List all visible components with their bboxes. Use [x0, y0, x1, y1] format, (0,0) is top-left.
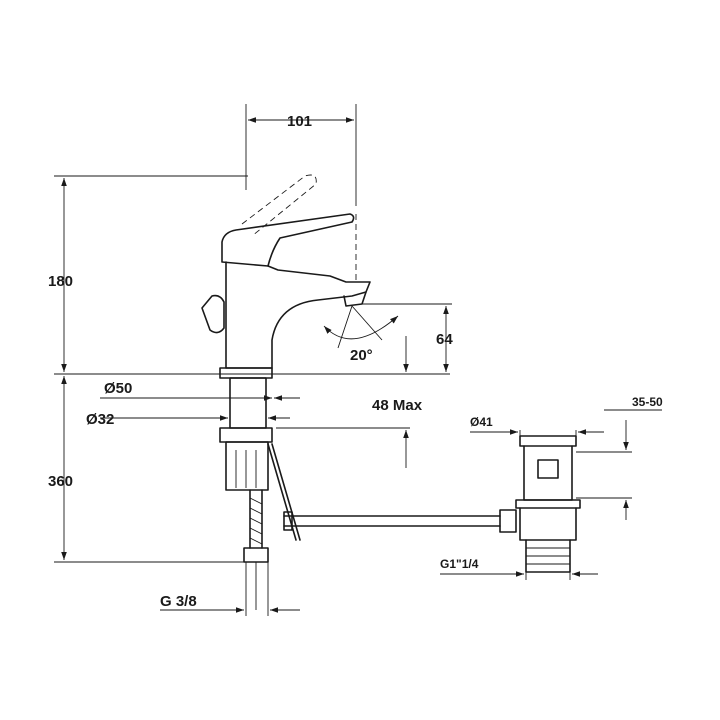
fixing-nut	[225, 441, 269, 491]
lever-handle	[221, 213, 355, 267]
linkage-rod	[283, 515, 501, 527]
body-outline	[225, 261, 371, 369]
waste-fitting	[499, 435, 581, 573]
aerator	[343, 291, 367, 307]
label-g114: G1"1/4	[440, 557, 479, 571]
label-g38: G 3/8	[160, 593, 197, 610]
label-48max: 48 Max	[372, 397, 423, 414]
label-d41: Ø41	[470, 415, 493, 429]
base-flange	[219, 367, 273, 379]
label-35-50: 35-50	[632, 395, 663, 409]
label-180: 180	[48, 273, 73, 290]
waste-flange	[519, 435, 577, 447]
mounting-nut	[219, 427, 273, 443]
extension-lines	[54, 104, 632, 616]
label-d50: Ø50	[104, 380, 132, 397]
shank	[229, 377, 267, 429]
popup-knob	[201, 294, 225, 334]
dim-arc-20	[323, 315, 399, 340]
faucet-body	[201, 174, 501, 610]
label-d32: Ø32	[86, 411, 114, 428]
waste-plug-window	[537, 459, 559, 479]
hose-connector	[243, 547, 269, 563]
dimension-labels: 101 180 64 20° Ø50 Ø32 48 Max 360 G 3/8 …	[48, 113, 663, 610]
label-64: 64	[436, 331, 453, 348]
dimension-lines	[61, 117, 662, 613]
label-360: 360	[48, 473, 73, 490]
label-20deg: 20°	[350, 347, 373, 364]
label-101: 101	[287, 113, 312, 130]
